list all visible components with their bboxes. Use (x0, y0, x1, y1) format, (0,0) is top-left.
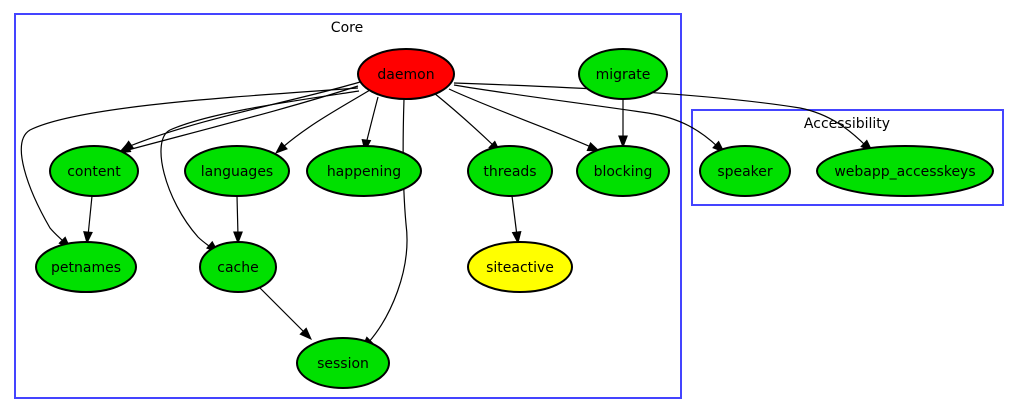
edge-threads-to-siteactive (511, 195, 522, 245)
node-label-languages: languages (201, 164, 273, 180)
node-happening[interactable]: happening (306, 145, 422, 197)
edge-line (367, 98, 408, 344)
node-content[interactable]: content (49, 145, 139, 197)
edge-line (129, 81, 361, 147)
cluster-accessibility: Accessibility (691, 109, 1004, 206)
edge-daemon-to-session (361, 98, 408, 349)
edge-daemon-to-content (120, 81, 361, 152)
edge-arrowhead (618, 135, 628, 149)
node-label-content: content (67, 164, 121, 180)
edge-languages-to-cache (233, 195, 243, 245)
node-shape-content[interactable] (49, 145, 139, 197)
edge-line (87, 195, 93, 237)
node-shape-webapp_accesskeys[interactable] (816, 145, 994, 197)
edge-daemon-to-languages (274, 89, 371, 154)
node-languages[interactable]: languages (184, 145, 290, 197)
cluster-border-core (14, 13, 682, 399)
edge-daemon-to-blocking (448, 88, 601, 152)
edge-line (259, 287, 306, 334)
node-label-daemon: daemon (377, 67, 434, 83)
node-migrate[interactable]: migrate (578, 48, 668, 100)
edge-line (282, 89, 371, 148)
edge-line (160, 90, 360, 250)
node-label-session: session (317, 356, 369, 372)
node-speaker[interactable]: speaker (699, 145, 791, 197)
node-blocking[interactable]: blocking (576, 145, 670, 197)
edge-line (236, 195, 239, 237)
node-daemon[interactable]: daemon (357, 48, 455, 100)
edge-line (127, 85, 359, 151)
node-session[interactable]: session (296, 337, 390, 389)
node-label-happening: happening (327, 164, 401, 180)
node-label-webapp_accesskeys: webapp_accesskeys (834, 164, 975, 180)
edge-layer (20, 81, 874, 349)
edge-line (511, 195, 518, 237)
node-shape-speaker[interactable] (699, 145, 791, 197)
edge-line (448, 88, 592, 148)
node-label-migrate: migrate (596, 67, 651, 83)
node-threads[interactable]: threads (467, 145, 553, 197)
node-layer: daemon migrate content languages happening th… (35, 48, 994, 389)
node-label-petnames: petnames (51, 260, 121, 276)
node-shape-session[interactable] (296, 337, 390, 389)
node-shape-migrate[interactable] (578, 48, 668, 100)
node-shape-siteactive[interactable] (467, 241, 573, 293)
cluster-core: Core (14, 13, 682, 399)
cluster-label-accessibility: Accessibility (804, 116, 890, 132)
node-shape-languages[interactable] (184, 145, 290, 197)
node-shape-cache[interactable] (199, 241, 277, 293)
edge-arrowhead (511, 230, 522, 245)
edge-arrowhead (586, 141, 601, 152)
edge-line (453, 84, 719, 148)
cluster-border-accessibility (691, 109, 1004, 206)
node-siteactive[interactable]: siteactive (467, 241, 573, 293)
node-label-speaker: speaker (717, 164, 773, 180)
node-shape-petnames[interactable] (35, 241, 137, 293)
node-shape-happening[interactable] (306, 145, 422, 197)
node-label-threads: threads (483, 164, 536, 180)
node-label-siteactive: siteactive (486, 260, 554, 276)
edge-content-to-petnames (83, 195, 93, 245)
edge-daemon-to-threads (433, 92, 502, 153)
node-shape-daemon[interactable] (357, 48, 455, 100)
edge-line (433, 92, 495, 147)
node-label-cache: cache (217, 260, 258, 276)
edge-arrowhead (299, 327, 312, 340)
edge-daemon-to-happening (361, 96, 379, 153)
edge-arrowhead (274, 141, 288, 154)
edge-line (20, 87, 359, 244)
node-shape-threads[interactable] (467, 145, 553, 197)
node-petnames[interactable]: petnames (35, 241, 137, 293)
edge-line (365, 96, 379, 145)
node-cache[interactable]: cache (199, 241, 277, 293)
edge-arrowhead (233, 231, 243, 245)
node-webapp_accesskeys[interactable]: webapp_accesskeys (816, 145, 994, 197)
node-shape-blocking[interactable] (576, 145, 670, 197)
cluster-label-core: Core (331, 20, 363, 36)
edge-arrowhead (83, 231, 93, 245)
edge-cache-to-session (259, 287, 312, 340)
node-label-blocking: blocking (594, 164, 653, 180)
edge-line (453, 82, 867, 147)
edge-migrate-to-blocking (618, 99, 628, 149)
